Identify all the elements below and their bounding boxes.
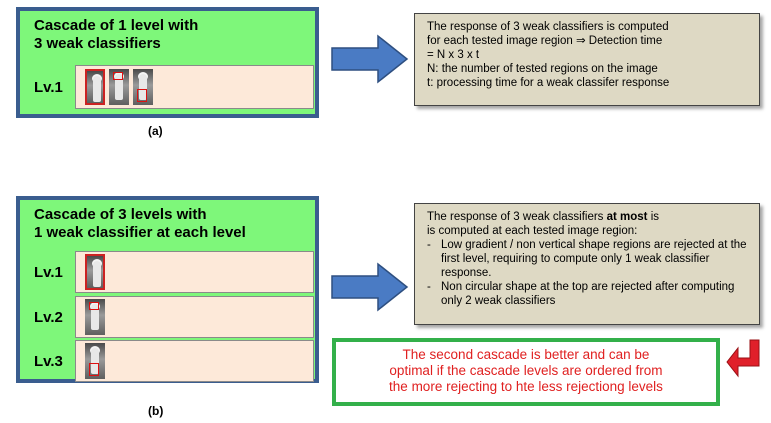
bullet-dash: - — [427, 239, 431, 251]
right-arrow-icon — [331, 34, 409, 84]
classifier-thumbnail-3 — [133, 69, 153, 105]
conclusion-line-1: The second cascade is better and can be — [402, 347, 650, 362]
conclusion-line-3: the more rejecting to hte less rejection… — [389, 379, 663, 394]
body-feature-marker — [137, 89, 147, 102]
right-arrow-icon — [331, 262, 409, 312]
return-arrow-icon — [726, 339, 760, 378]
conclusion-box: The second cascade is better and can be … — [332, 338, 720, 406]
bullet-dash: - — [427, 281, 431, 293]
level-row-b-3 — [75, 340, 314, 382]
conclusion-line-2: optimal if the cascade levels are ordere… — [389, 363, 663, 378]
level-label-b-3: Lv.3 — [34, 353, 63, 370]
desc-b-item-2: - Non circular shape at the top are reje… — [427, 280, 751, 308]
level-row-a-1 — [75, 65, 314, 109]
head-feature-marker — [113, 72, 123, 80]
desc-b-line-1: The response of 3 weak classifiers at mo… — [427, 210, 751, 224]
description-box-b: The response of 3 weak classifiers at mo… — [414, 203, 760, 325]
description-box-a: The response of 3 weak classifiers is co… — [414, 13, 760, 106]
classifier-thumbnail-2 — [109, 69, 129, 105]
classifier-thumbnail-2 — [85, 299, 105, 335]
classifier-thumbnail-1 — [85, 254, 105, 290]
cascade-panel-b: Cascade of 3 levels with 1 weak classifi… — [16, 196, 319, 383]
desc-a-line-4: N: the number of tested regions on the i… — [427, 63, 658, 75]
desc-b-line-1-bold: at most — [606, 211, 648, 223]
desc-a-line-2: for each tested image region ⇒ Detection… — [427, 35, 663, 47]
level-row-b-1 — [75, 251, 314, 293]
desc-b-item-1: - Low gradient / non vertical shape regi… — [427, 238, 751, 280]
cascade-b-title: Cascade of 3 levels with 1 weak classifi… — [34, 206, 246, 241]
desc-b-line-1-pre: The response of 3 weak classifiers — [427, 211, 607, 223]
head-feature-marker — [89, 302, 99, 310]
level-label-a-1: Lv.1 — [34, 79, 63, 96]
level-label-b-1: Lv.1 — [34, 264, 63, 281]
figure-label-a: (a) — [148, 124, 163, 138]
level-label-b-2: Lv.2 — [34, 309, 63, 326]
desc-b-item-2-text: Non circular shape at the top are reject… — [441, 281, 735, 307]
desc-b-item-1-text: Low gradient / non vertical shape region… — [441, 239, 747, 279]
cascade-panel-a: Cascade of 1 level with 3 weak classifie… — [16, 7, 319, 118]
desc-a-line-1: The response of 3 weak classifiers is co… — [427, 21, 669, 33]
desc-b-line-1-post: is — [647, 211, 660, 223]
desc-b-line-2: is computed at each tested image region: — [427, 225, 638, 237]
classifier-thumbnail-3 — [85, 343, 105, 379]
desc-a-line-3: = N x 3 x t — [427, 49, 480, 61]
cascade-a-title: Cascade of 1 level with 3 weak classifie… — [34, 17, 199, 52]
body-feature-marker — [89, 363, 99, 376]
figure-label-b: (b) — [148, 404, 164, 418]
level-row-b-2 — [75, 296, 314, 338]
classifier-thumbnail-1 — [85, 69, 105, 105]
desc-a-line-5: t: processing time for a weak classifer … — [427, 77, 670, 89]
